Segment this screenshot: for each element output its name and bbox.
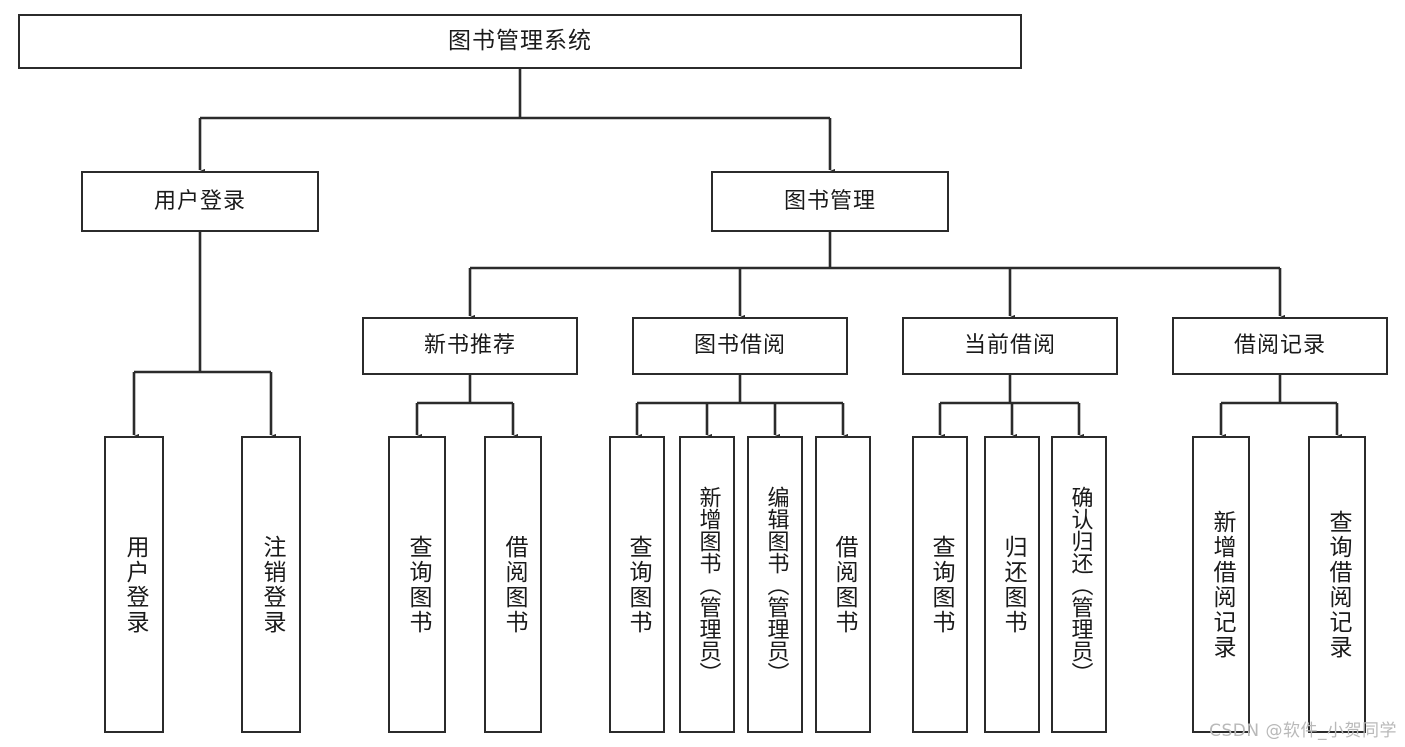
leaf-query-book-3-label: 查询图书	[927, 534, 954, 635]
leaf-add-book-label: 新增图书（管理员）	[695, 485, 721, 684]
leaf-query-book-1[interactable]: 查询图书	[388, 436, 446, 733]
leaf-query-book-2-label: 查询图书	[624, 534, 651, 635]
node-borrow-record[interactable]: 借阅记录	[1172, 317, 1388, 375]
leaf-borrow-book-1[interactable]: 借阅图书	[484, 436, 542, 733]
leaf-borrow-book-2[interactable]: 借阅图书	[815, 436, 871, 733]
leaf-query-book-2[interactable]: 查询图书	[609, 436, 665, 733]
node-user-login[interactable]: 用户登录	[81, 171, 319, 232]
node-new-book-rec[interactable]: 新书推荐	[362, 317, 578, 375]
node-user-login-label: 用户登录	[153, 188, 246, 214]
node-borrow-record-label: 借阅记录	[1233, 333, 1326, 359]
leaf-return-book-label: 归还图书	[999, 534, 1026, 635]
leaf-query-book-3[interactable]: 查询图书	[912, 436, 968, 733]
leaf-user-login[interactable]: 用户登录	[104, 436, 164, 733]
leaf-add-record[interactable]: 新增借阅记录	[1192, 436, 1250, 733]
node-book-manage[interactable]: 图书管理	[711, 171, 949, 232]
leaf-edit-book[interactable]: 编辑图书（管理员）	[747, 436, 803, 733]
leaf-borrow-book-1-label: 借阅图书	[500, 534, 527, 635]
leaf-edit-book-label: 编辑图书（管理员）	[763, 485, 789, 684]
node-book-manage-label: 图书管理	[783, 188, 876, 214]
leaf-add-book[interactable]: 新增图书（管理员）	[679, 436, 735, 733]
leaf-logout[interactable]: 注销登录	[241, 436, 301, 733]
leaf-return-book[interactable]: 归还图书	[984, 436, 1040, 733]
leaf-user-login-label: 用户登录	[121, 534, 148, 635]
node-root-label: 图书管理系统	[448, 27, 592, 54]
leaf-query-record[interactable]: 查询借阅记录	[1308, 436, 1366, 733]
csdn-watermark: CSDN @软件_小贺同学	[1209, 721, 1397, 741]
leaf-logout-label: 注销登录	[258, 534, 285, 635]
node-current-borrow-label: 当前借阅	[963, 333, 1056, 359]
leaf-confirm-return[interactable]: 确认归还（管理员）	[1051, 436, 1107, 733]
leaf-add-record-label: 新增借阅记录	[1208, 509, 1235, 660]
leaf-borrow-book-2-label: 借阅图书	[830, 534, 857, 635]
leaf-query-book-1-label: 查询图书	[404, 534, 431, 635]
node-new-book-rec-label: 新书推荐	[423, 333, 516, 359]
leaf-query-record-label: 查询借阅记录	[1324, 509, 1351, 660]
node-book-borrow[interactable]: 图书借阅	[632, 317, 848, 375]
leaf-confirm-return-label: 确认归还（管理员）	[1067, 485, 1093, 684]
node-book-borrow-label: 图书借阅	[693, 333, 786, 359]
node-current-borrow[interactable]: 当前借阅	[902, 317, 1118, 375]
node-root[interactable]: 图书管理系统	[18, 14, 1022, 69]
